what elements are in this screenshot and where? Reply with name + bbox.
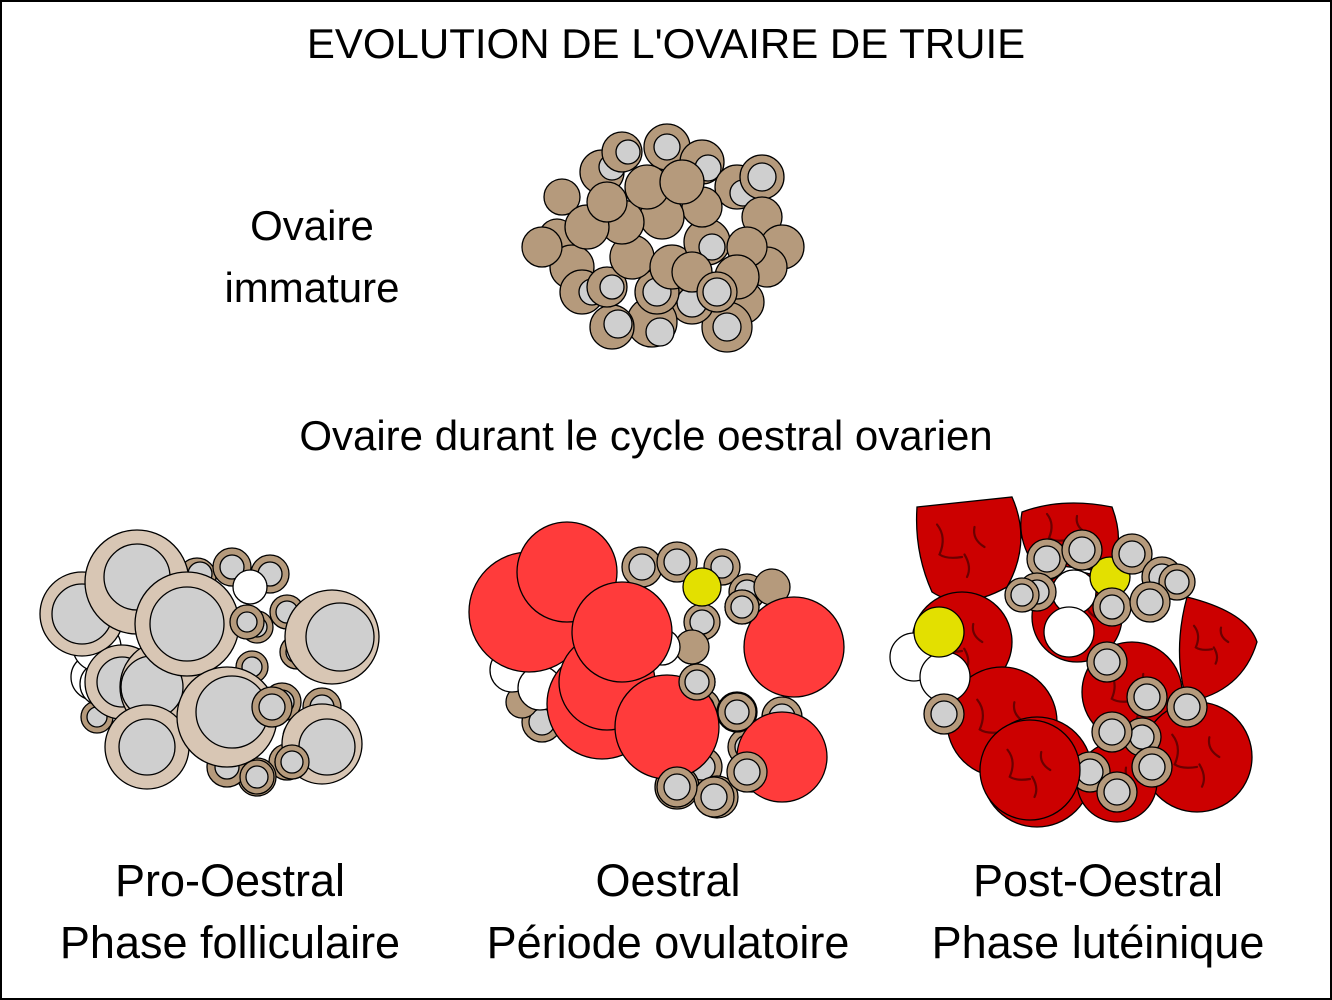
stage-post-oestral-label: Post-Oestral Phase lutéinique xyxy=(898,850,1298,974)
follicle-antrum xyxy=(930,700,958,728)
follicle-antrum xyxy=(219,554,245,580)
oestral-ovary-drawing xyxy=(468,521,845,819)
immature-ovary-label: Ovaire immature xyxy=(162,195,462,319)
cycle-heading: Ovaire durant le cycle oestral ovarien xyxy=(299,412,993,459)
follicle-antrum xyxy=(236,611,258,633)
corpus-luteum xyxy=(1178,596,1258,703)
stage-oestral-label: Oestral Période ovulatoire xyxy=(468,850,868,974)
follicle-antrum xyxy=(733,758,761,786)
stage-phase: Période ovulatoire xyxy=(486,917,850,968)
follicle-antrum xyxy=(1093,648,1121,676)
follicle-antrum xyxy=(1098,718,1126,746)
diagram-title: EVOLUTION DE L'OVAIRE DE TRUIE xyxy=(306,20,1026,67)
immature-ovary-drawing xyxy=(521,123,805,353)
follicle-antrum xyxy=(700,783,728,811)
corpus-luteum xyxy=(915,496,1022,602)
white-body xyxy=(232,569,268,605)
follicle-antrum xyxy=(305,602,375,672)
follicle-antrum xyxy=(1118,540,1146,568)
follicle-antrum xyxy=(258,693,286,721)
corpus-luteum-vein xyxy=(1171,733,1221,788)
stage-phase: Phase folliculaire xyxy=(59,917,401,968)
follicle-antrum xyxy=(747,162,777,192)
follicle-antrum xyxy=(1010,583,1034,607)
follicle-antrum xyxy=(245,765,269,789)
corpus-luteum xyxy=(979,719,1081,821)
stage-name: Post-Oestral xyxy=(972,855,1224,906)
follicle-antrum xyxy=(698,233,726,261)
ovulating-follicle xyxy=(743,596,845,698)
corpus-luteum-vein xyxy=(1192,624,1230,665)
stage-phase: Phase lutéinique xyxy=(931,917,1265,968)
follicle-antrum xyxy=(653,133,681,161)
white-body xyxy=(1043,606,1095,658)
follicle-antrum xyxy=(1033,545,1061,573)
post-oestral-ovary-drawing xyxy=(889,496,1258,828)
follicle-antrum xyxy=(730,595,754,619)
follicle-antrum xyxy=(1099,594,1125,620)
corpus-luteum-vein xyxy=(935,523,986,579)
follicle-antrum xyxy=(645,317,675,347)
follicle-antrum xyxy=(1136,588,1164,616)
follicle-antrum xyxy=(599,274,625,300)
corpus-luteum-vein xyxy=(1006,748,1052,799)
follicle-antrum xyxy=(615,139,641,165)
follicle-antrum xyxy=(1076,758,1104,786)
follicle-antrum xyxy=(1173,693,1201,721)
follicle-antrum xyxy=(663,548,691,576)
follicle-antrum xyxy=(1103,778,1131,806)
stage-name: Pro-Oestral xyxy=(114,855,346,906)
follicle-antrum xyxy=(684,669,710,695)
follicle-antrum xyxy=(149,586,225,662)
pro-oestral-ovary-drawing xyxy=(39,529,380,797)
corpus-albicans xyxy=(682,567,722,607)
follicle-antrum xyxy=(1129,724,1155,750)
follicle-antrum xyxy=(118,718,176,776)
follicle xyxy=(659,159,705,205)
follicle-antrum xyxy=(710,555,734,579)
follicle-antrum xyxy=(724,699,750,725)
follicle xyxy=(543,178,581,216)
follicle-antrum xyxy=(280,750,304,774)
follicle xyxy=(521,226,563,268)
follicle-antrum xyxy=(1133,683,1161,711)
follicle-antrum xyxy=(628,553,656,581)
follicle-antrum xyxy=(1068,536,1096,564)
follicle-antrum xyxy=(712,312,742,342)
follicle-antrum xyxy=(1164,569,1190,595)
follicle-antrum xyxy=(603,309,633,339)
stage-name: Oestral xyxy=(595,855,741,906)
immature-label-line1: Ovaire xyxy=(250,202,374,249)
ovulating-follicle xyxy=(571,581,673,683)
immature-label-line2: immature xyxy=(224,264,400,311)
follicle xyxy=(586,181,628,223)
stage-pro-oestral-label: Pro-Oestral Phase folliculaire xyxy=(30,850,430,974)
follicle-antrum xyxy=(663,773,691,801)
corpus-albicans xyxy=(913,606,965,658)
follicle-antrum xyxy=(702,277,732,307)
follicle-antrum xyxy=(1138,753,1166,781)
